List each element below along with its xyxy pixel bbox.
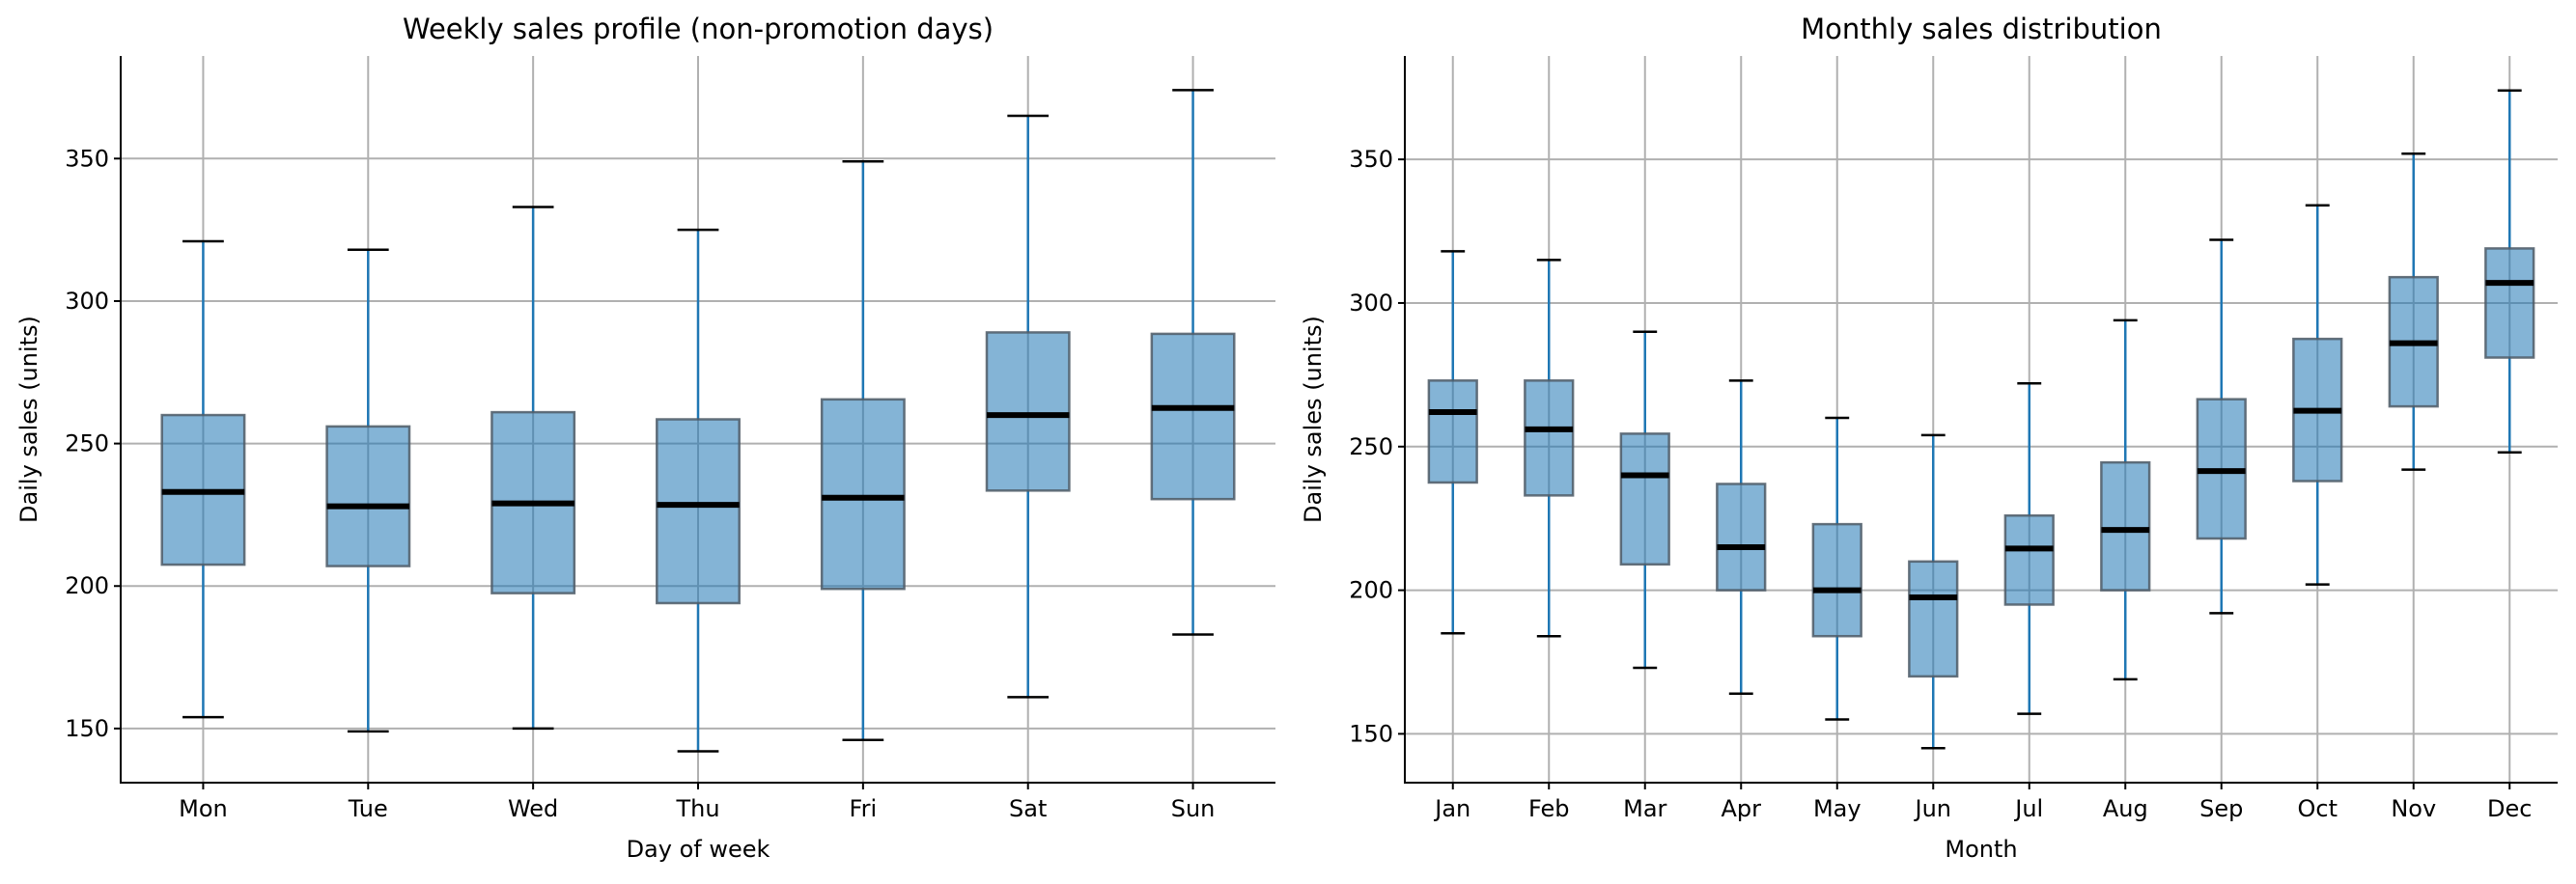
box-mon [160,239,246,719]
box-jan [1427,250,1478,635]
x-axis-label: Month [1945,836,2017,863]
box-wed [490,206,576,731]
y-tick-label: 350 [65,145,109,172]
box-mar [1619,330,1670,670]
iqr-box [1427,379,1478,484]
y-tick-label: 250 [1349,433,1393,460]
box-sun [1150,89,1236,636]
box-may [1811,416,1862,721]
x-tick-label: May [1813,795,1862,822]
x-tick-label: Tue [348,795,388,822]
iqr-box [1908,560,1959,678]
iqr-box [2003,513,2055,606]
x-tick-label: Nov [2391,795,2436,822]
iqr-box [985,331,1071,492]
x-tick-label: Feb [1528,795,1570,822]
box-fri [820,160,906,741]
y-tick-label: 150 [65,715,109,742]
iqr-box [2100,460,2151,592]
x-tick-label: Jun [1914,795,1952,822]
x-tick-label: Thu [675,795,719,822]
box-oct [2292,204,2343,586]
y-tick-label: 300 [65,288,109,315]
box-feb [1524,259,1575,638]
x-tick-label: Sat [1009,795,1047,822]
box-thu [656,228,741,753]
box-tue [325,248,411,733]
box-apr [1716,379,1767,695]
iqr-box [2484,247,2535,359]
x-tick-label: Mon [179,795,228,822]
box-nov [2388,152,2439,471]
x-tick-label: Dec [2487,795,2532,822]
iqr-box [325,425,411,567]
x-axis-label: Day of week [627,836,770,863]
iqr-box [1619,432,1670,566]
iqr-box [1811,522,1862,638]
x-tick-label: Jul [2013,795,2043,822]
box-dec [2484,89,2535,454]
iqr-box [820,398,906,591]
box-sep [2196,238,2247,615]
y-axis-label: Daily sales (units) [1300,316,1327,523]
y-tick-label: 300 [1349,290,1393,317]
x-tick-label: Aug [2103,795,2148,822]
box-aug [2100,318,2151,681]
box-jun [1908,433,1959,750]
y-tick-label: 200 [65,572,109,599]
box-sat [985,114,1071,699]
chart-title: Weekly sales profile (non-promotion days… [403,13,994,45]
box-jul [2003,382,2055,715]
chart-title: Monthly sales distribution [1801,13,2162,45]
y-tick-label: 150 [1349,720,1393,747]
x-tick-label: Sep [2199,795,2243,822]
x-tick-label: Oct [2298,795,2338,822]
x-tick-label: Apr [1721,795,1761,822]
y-tick-label: 350 [1349,146,1393,173]
x-tick-label: Wed [508,795,558,822]
iqr-box [1524,379,1575,497]
x-tick-label: Jan [1433,795,1470,822]
iqr-box [656,418,741,605]
y-tick-label: 200 [1349,577,1393,604]
y-axis-label: Daily sales (units) [15,316,42,523]
x-tick-label: Fri [850,795,878,822]
y-tick-label: 250 [65,430,109,457]
iqr-box [1716,483,1767,592]
x-tick-label: Sun [1171,795,1216,822]
iqr-box [1150,332,1236,501]
x-tick-label: Mar [1623,795,1666,822]
